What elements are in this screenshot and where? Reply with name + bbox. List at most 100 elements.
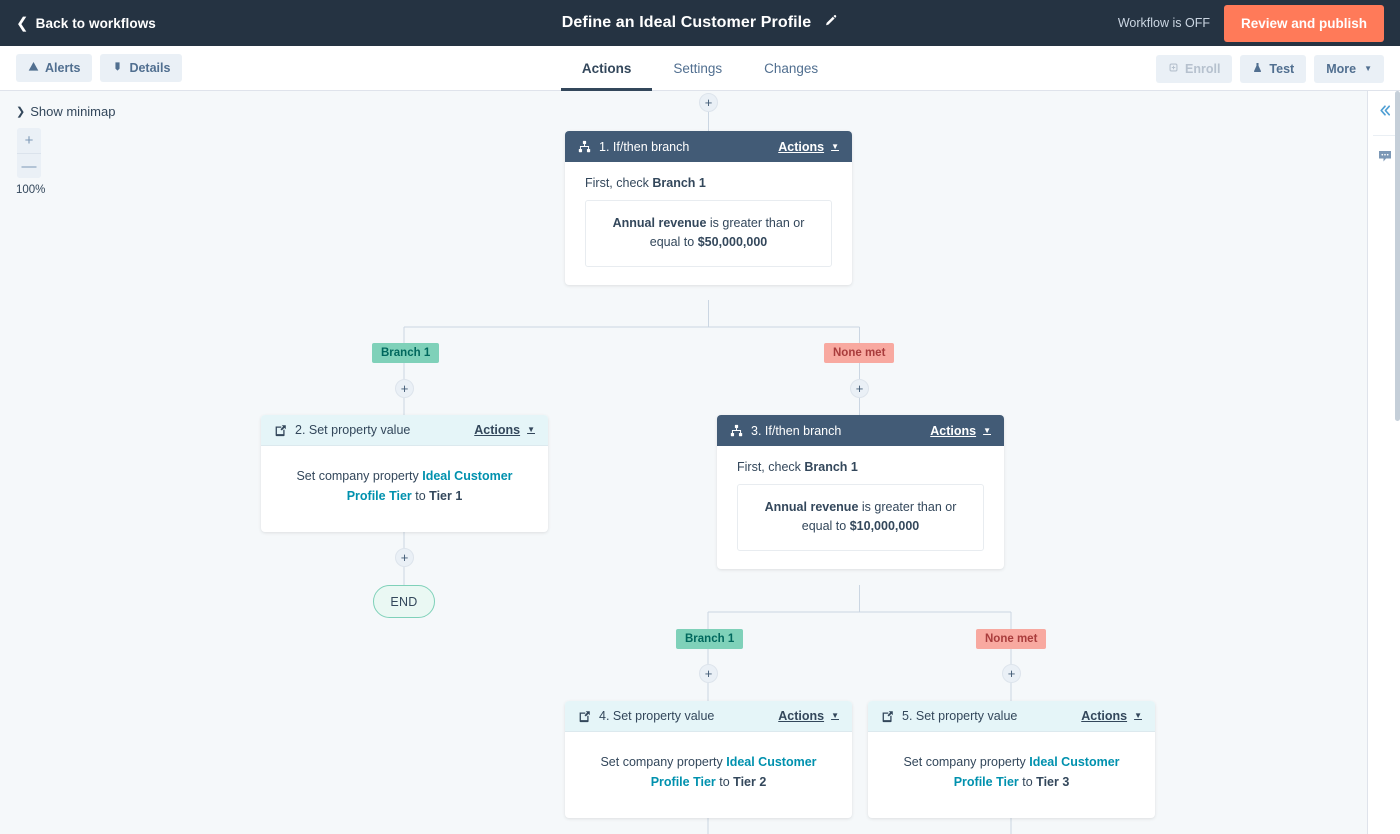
caret-down-icon: ▼ (983, 425, 991, 435)
branch-pill-branch-1[interactable]: Branch 1 (372, 343, 440, 363)
enroll-icon (1168, 62, 1179, 76)
node-3-cond-property: Annual revenue (764, 500, 859, 514)
add-step-button-branch1-inner[interactable]: + (699, 664, 718, 683)
caret-down-icon: ▼ (1134, 711, 1142, 720)
workflow-node-2[interactable]: 2. Set property value Actions ▼ Set comp… (261, 415, 548, 532)
tab-actions[interactable]: Actions (560, 46, 653, 91)
node-1-cond-property: Annual revenue (612, 216, 707, 230)
node-1-lead-branch: Branch 1 (652, 176, 706, 190)
branch-icon (730, 424, 743, 437)
node-1-actions-label: Actions (778, 139, 825, 154)
comment-icon (1377, 148, 1393, 169)
top-bar: ❮ Back to workflows Define an Ideal Cust… (0, 0, 1400, 46)
node-2-actions-menu[interactable]: Actions ▼ (474, 423, 535, 437)
tab-settings[interactable]: Settings (673, 61, 723, 76)
node-5-property-link[interactable]: Ideal Customer Profile Tier (953, 755, 1120, 789)
caret-down-icon: ▼ (527, 425, 535, 434)
node-5-actions-label: Actions (1081, 709, 1128, 723)
show-minimap-toggle[interactable]: ❯ Show minimap (16, 104, 115, 119)
workflow-status-text: Workflow is OFF (1117, 16, 1210, 30)
info-icon (112, 61, 123, 75)
node-1-cond-value: $50,000,000 (697, 235, 768, 250)
node-2-body-prefix: Set company property (296, 469, 423, 483)
node-3-lead-prefix: First, check (737, 460, 805, 474)
node-4-title: 4. Set property value (599, 709, 715, 723)
vertical-scrollbar[interactable] (1395, 91, 1400, 421)
node-4-property-link[interactable]: Ideal Customer Profile Tier (650, 755, 817, 789)
more-label: More (1326, 61, 1357, 76)
node-4-actions-menu[interactable]: Actions ▼ (778, 709, 839, 723)
node-2-title: 2. Set property value (295, 423, 411, 437)
end-node: END (373, 585, 435, 618)
workflow-node-4[interactable]: 4. Set property value Actions ▼ Set comp… (565, 701, 852, 818)
caret-down-icon: ▼ (1364, 63, 1372, 73)
sub-bar-right-group: Enroll Test More ▼ (1156, 46, 1400, 91)
workflow-canvas[interactable]: ❯ Show minimap + — 100% (0, 91, 1367, 834)
more-button[interactable]: More ▼ (1314, 54, 1384, 83)
node-3-lead-branch: Branch 1 (804, 460, 858, 474)
zoom-out-button[interactable]: — (17, 153, 41, 178)
node-5-title: 5. Set property value (902, 709, 1018, 723)
node-5-header: 5. Set property value Actions ▼ (868, 701, 1155, 732)
node-1-lead-prefix: First, check (585, 176, 653, 190)
set-property-icon (881, 710, 894, 723)
branch-pill-none-met-inner[interactable]: None met (976, 629, 1047, 649)
details-button[interactable]: Details (100, 54, 183, 82)
workflow-node-1[interactable]: 1. If/then branch Actions ▼ First, check… (565, 131, 852, 285)
node-5-body-prefix: Set company property (903, 755, 1030, 769)
tab-bar: Actions Settings Changes (0, 46, 1400, 91)
details-label: Details (129, 61, 171, 75)
sub-bar-left-group: Alerts Details (16, 54, 183, 82)
node-5-body-value: Tier 3 (1036, 775, 1070, 789)
alerts-button[interactable]: Alerts (16, 54, 93, 82)
node-5-body-mid: to (1018, 775, 1037, 789)
chevron-left-icon: ❮ (16, 14, 29, 32)
workflow-node-3[interactable]: 3. If/then branch Actions ▼ First, check… (717, 415, 1004, 569)
comments-button[interactable] (1368, 136, 1400, 180)
add-step-button-nonemet-inner[interactable]: + (1002, 664, 1021, 683)
node-4-body-value: Tier 2 (733, 775, 767, 789)
node-3-actions-label: Actions (930, 423, 977, 438)
test-button[interactable]: Test (1240, 54, 1307, 83)
warning-triangle-icon (28, 61, 39, 75)
node-1-condition: Annual revenue is greater than or equal … (585, 200, 832, 267)
node-4-actions-label: Actions (778, 709, 825, 723)
add-step-button-after-node2[interactable]: + (395, 548, 414, 567)
set-property-icon (578, 710, 591, 723)
tab-changes[interactable]: Changes (764, 61, 819, 76)
node-4-body: Set company property Ideal Customer Prof… (565, 732, 852, 818)
add-step-button-top[interactable]: + (699, 93, 718, 112)
node-2-body-mid: to (411, 489, 430, 503)
right-rail (1367, 91, 1400, 834)
flask-icon (1252, 62, 1263, 76)
node-2-property-link[interactable]: Ideal Customer Profile Tier (346, 469, 513, 503)
branch-pill-none-met[interactable]: None met (824, 343, 895, 363)
chevron-right-icon: ❯ (16, 106, 26, 118)
test-label: Test (1269, 61, 1295, 76)
double-chevron-left-icon (1377, 103, 1392, 123)
add-step-button-branch1[interactable]: + (395, 379, 414, 398)
node-2-body: Set company property Ideal Customer Prof… (261, 446, 548, 532)
review-and-publish-button[interactable]: Review and publish (1223, 4, 1384, 42)
node-1-actions-menu[interactable]: Actions ▼ (778, 140, 839, 154)
top-bar-right-group: Workflow is OFF Review and publish (1118, 0, 1400, 46)
node-1-title: 1. If/then branch (599, 139, 690, 154)
workflow-node-5[interactable]: 5. Set property value Actions ▼ Set comp… (868, 701, 1155, 818)
node-3-actions-menu[interactable]: Actions ▼ (930, 424, 991, 438)
node-1-header: 1. If/then branch Actions ▼ (565, 131, 852, 162)
node-3-cond-value: $10,000,000 (849, 519, 920, 534)
set-property-icon (274, 424, 287, 437)
pencil-icon[interactable] (824, 14, 838, 33)
node-5-actions-menu[interactable]: Actions ▼ (1081, 709, 1142, 723)
zoom-level-label: 100% (16, 184, 46, 196)
node-3-cond-operator: is greater than or equal to (801, 500, 957, 534)
alerts-label: Alerts (45, 61, 81, 75)
back-to-workflows-link[interactable]: ❮ Back to workflows (16, 16, 156, 31)
zoom-in-button[interactable]: + (17, 128, 41, 153)
branch-pill-branch-1-inner[interactable]: Branch 1 (676, 629, 744, 649)
node-4-body-prefix: Set company property (600, 755, 727, 769)
node-4-header: 4. Set property value Actions ▼ (565, 701, 852, 732)
collapse-panel-button[interactable] (1368, 91, 1400, 135)
enroll-button[interactable]: Enroll (1156, 54, 1233, 83)
add-step-button-nonemet[interactable]: + (850, 379, 869, 398)
